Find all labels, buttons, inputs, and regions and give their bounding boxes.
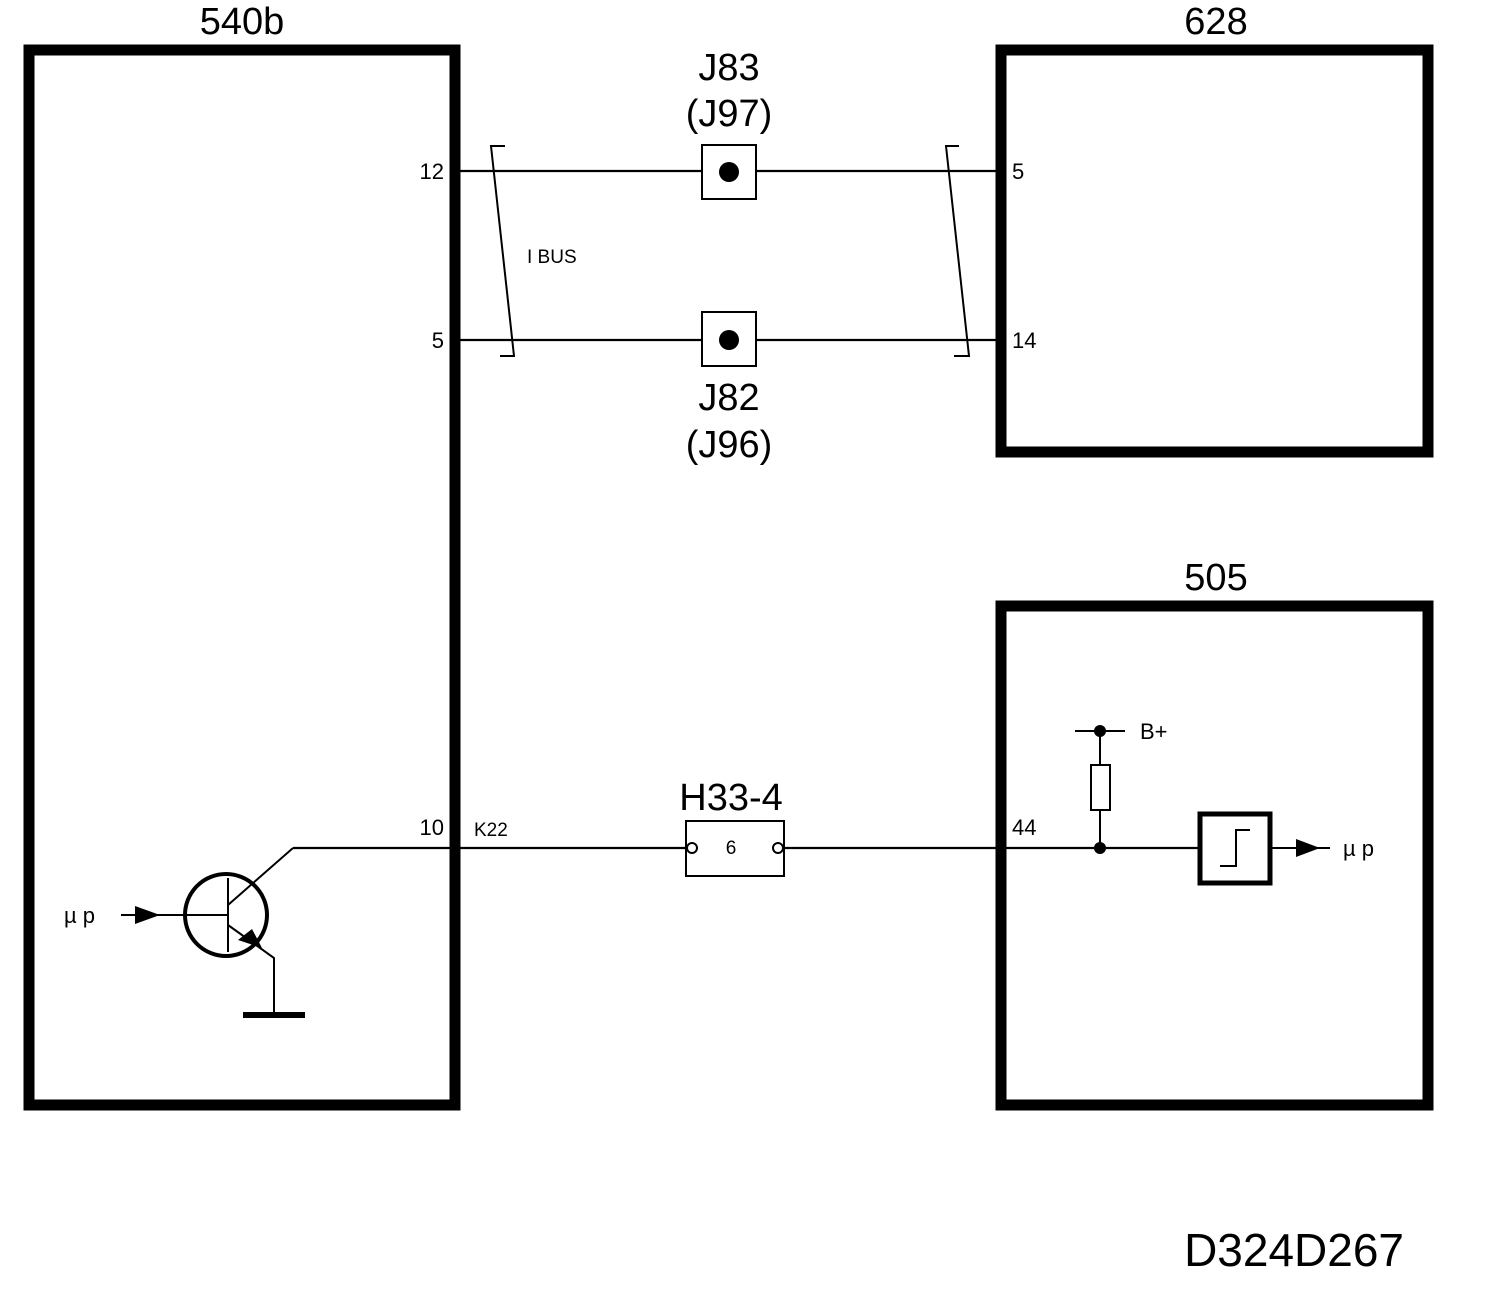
bus-label: I BUS	[527, 247, 577, 268]
pin-628-14: 14	[1012, 328, 1036, 353]
connector-j82-pin-dot	[719, 330, 739, 350]
transistor-emitter-arrow-icon	[238, 929, 262, 948]
unit-540b-box	[23, 44, 461, 1111]
mp-input-arrow-icon	[135, 906, 160, 924]
pin-540b-5: 5	[432, 328, 444, 353]
connector-h33-4-socket-left	[686, 842, 698, 854]
pin-540b-12: 12	[420, 159, 444, 184]
connector-j83-icon	[701, 144, 757, 200]
pin-540b-10: 10	[420, 815, 444, 840]
schmitt-trigger-symbol	[1220, 829, 1250, 867]
connector-h33-4-pin-label: 6	[726, 838, 737, 859]
unit-505-title: 505	[1184, 557, 1247, 599]
supply-label: B+	[1140, 719, 1168, 744]
unit-505-box	[995, 600, 1434, 1111]
twisted-pair-bracket-left	[489, 145, 516, 357]
unit-628-box	[995, 44, 1434, 458]
unit-540b-title: 540b	[200, 1, 285, 43]
mp-output-arrow-icon	[1296, 839, 1320, 857]
connector-j82-label: J82	[698, 377, 759, 419]
connector-j82-alt-label: (J96)	[686, 424, 773, 466]
transistor-collector-lead	[227, 847, 294, 906]
twisted-pair-bracket-right	[944, 145, 971, 357]
connector-j83-label: J83	[698, 47, 759, 89]
unit-628-title: 628	[1184, 1, 1247, 43]
connector-j82-icon	[701, 311, 757, 367]
connector-j83-alt-label: (J97)	[686, 93, 773, 135]
mp-output-label: µ p	[1343, 836, 1374, 861]
connector-h33-4-socket-right	[772, 842, 784, 854]
pin-628-5: 5	[1012, 159, 1024, 184]
mp-input-label: µ p	[64, 903, 95, 928]
wire-id-label: K22	[474, 820, 508, 841]
connector-h33-4-icon	[685, 820, 785, 877]
connector-h33-4-label: H33-4	[679, 777, 783, 819]
junction-dot	[1094, 842, 1106, 854]
document-id: D324D267	[1184, 1224, 1404, 1276]
pullup-resistor-icon	[1090, 764, 1111, 811]
connector-j83-pin-dot	[719, 162, 739, 182]
pin-505-44: 44	[1012, 815, 1036, 840]
